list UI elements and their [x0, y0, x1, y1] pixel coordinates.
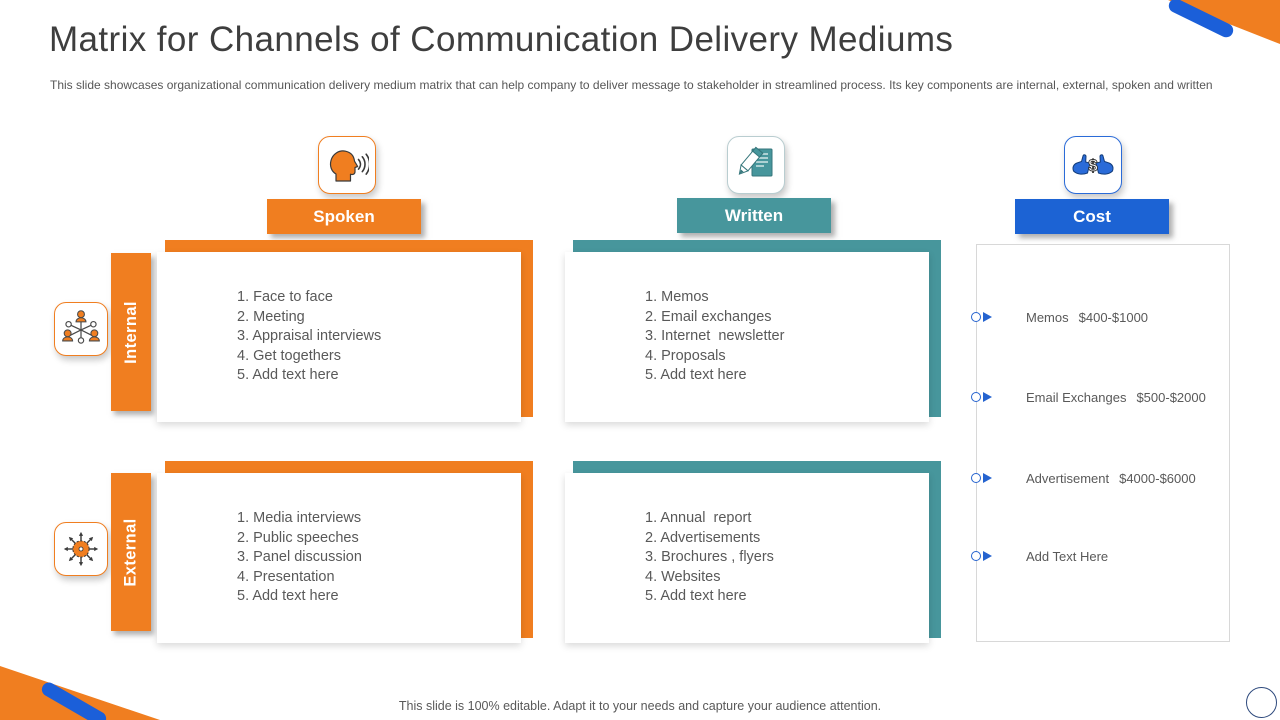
list-item: 3. Appraisal interviews: [237, 328, 382, 345]
circle-bullet-icon: [971, 551, 981, 561]
cost-item: Email Exchanges $500-$2000: [971, 387, 1206, 407]
speaking-head-icon: [329, 150, 369, 182]
cost-item-label: Advertisement: [1026, 470, 1110, 486]
list-item: 4. Proposals: [645, 347, 726, 364]
cost-item-range: $400-$1000: [1078, 309, 1149, 325]
cost-item-label: Email Exchanges: [1026, 389, 1127, 405]
cell-right-bar: [929, 461, 941, 638]
cell-content-box: 1. Face to face 2. Meeting 3. Appraisal in…: [157, 252, 521, 422]
list-item: 3. Brochures , flyers: [645, 549, 774, 566]
row-label-external-text: External: [121, 517, 140, 587]
cost-item-range: $500-$2000: [1136, 389, 1206, 405]
list-item: 1. Annual report: [645, 510, 752, 527]
cost-panel: Memos $400-$1000 Email Exchanges $500-$200…: [971, 244, 1230, 642]
cell-content-box: 1. Memos 2. Email exchanges 3. Internet ne…: [565, 252, 929, 422]
list-item: 4. Websites: [645, 568, 721, 585]
row-label-internal: Internal: [111, 253, 151, 411]
corner-triangle-bottom-left: [0, 666, 160, 720]
cost-item-label: Memos: [1026, 309, 1069, 325]
cell-spoken-internal: 1. Face to face 2. Meeting 3. Appraisal in…: [157, 240, 533, 423]
list-item: 5. Add text here: [237, 588, 339, 605]
column-header-cost: Cost: [1015, 199, 1169, 234]
cell-list: 1. Media interviews 2. Public speeches 3. …: [157, 509, 362, 606]
cell-top-bar: [165, 461, 533, 473]
list-item: 1. Face to face: [237, 289, 333, 306]
internal-icon-box: [54, 302, 108, 356]
bullet: [971, 473, 992, 483]
list-item: 5. Add text here: [645, 367, 747, 384]
external-icon-box: [54, 522, 108, 576]
cell-list: 1. Memos 2. Email exchanges 3. Internet ne…: [565, 288, 784, 385]
triangle-bullet-icon: [983, 473, 992, 483]
slide-subtitle: This slide showcases organizational comm…: [50, 78, 1213, 92]
list-item: 2. Email exchanges: [645, 308, 772, 325]
cell-top-bar: [573, 461, 941, 473]
bullet: [971, 312, 992, 322]
list-item: 2. Meeting: [237, 308, 305, 325]
list-item: 4. Get togethers: [237, 347, 341, 364]
bullet: [971, 551, 992, 561]
slide-footer: This slide is 100% editable. Adapt it to…: [398, 699, 882, 713]
written-icon-box: [727, 136, 785, 194]
cost-item: Add Text Here: [971, 546, 1118, 566]
corner-circle-icon: [1246, 687, 1277, 718]
triangle-bullet-icon: [983, 392, 992, 402]
cell-written-internal: 1. Memos 2. Email exchanges 3. Internet ne…: [565, 240, 941, 423]
list-item: 2. Public speeches: [237, 529, 359, 546]
row-label-external: External: [111, 473, 151, 631]
circle-bullet-icon: [971, 392, 981, 402]
list-item: 1. Memos: [645, 289, 709, 306]
cell-top-bar: [573, 240, 941, 252]
cell-list: 1. Annual report 2. Advertisements 3. Broc…: [565, 509, 774, 606]
hands-dollar-icon: $: [1072, 154, 1114, 175]
list-item: 4. Presentation: [237, 568, 335, 585]
list-item: 3. Internet newsletter: [645, 328, 785, 345]
list-item: 1. Media interviews: [237, 510, 362, 527]
cost-item-range: $4000-$6000: [1119, 470, 1196, 486]
page-title: Matrix for Channels of Communication Del…: [49, 20, 954, 59]
spoken-icon-box: [318, 136, 376, 194]
people-network-icon: [62, 310, 100, 344]
cell-top-bar: [165, 240, 533, 252]
cell-list: 1. Face to face 2. Meeting 3. Appraisal in…: [157, 288, 381, 385]
circle-bullet-icon: [971, 473, 981, 483]
cell-right-bar: [929, 240, 941, 417]
cell-right-bar: [521, 240, 533, 417]
pencil-document-icon: [738, 146, 773, 177]
column-header-written: Written: [677, 198, 831, 233]
cost-icon-box: $: [1064, 136, 1122, 194]
list-item: 2. Advertisements: [645, 529, 761, 546]
cost-item: Memos $400-$1000: [971, 307, 1148, 327]
radiating-arrows-icon: [63, 531, 99, 567]
row-label-internal-text: Internal: [121, 300, 140, 364]
list-item: 3. Panel discussion: [237, 549, 362, 566]
svg-text:$: $: [1088, 156, 1098, 175]
cost-item: Advertisement $4000-$6000: [971, 468, 1196, 488]
cell-content-box: 1. Annual report 2. Advertisements 3. Broc…: [565, 473, 929, 643]
cell-spoken-external: 1. Media interviews 2. Public speeches 3. …: [157, 461, 533, 644]
cell-right-bar: [521, 461, 533, 638]
list-item: 5. Add text here: [237, 367, 339, 384]
cost-item-label: Add Text Here: [1026, 548, 1109, 564]
bullet: [971, 392, 992, 402]
cell-content-box: 1. Media interviews 2. Public speeches 3. …: [157, 473, 521, 643]
triangle-bullet-icon: [983, 312, 992, 322]
list-item: 5. Add text here: [645, 588, 747, 605]
column-header-spoken: Spoken: [267, 199, 421, 234]
circle-bullet-icon: [971, 312, 981, 322]
cell-written-external: 1. Annual report 2. Advertisements 3. Broc…: [565, 461, 941, 644]
triangle-bullet-icon: [983, 551, 992, 561]
